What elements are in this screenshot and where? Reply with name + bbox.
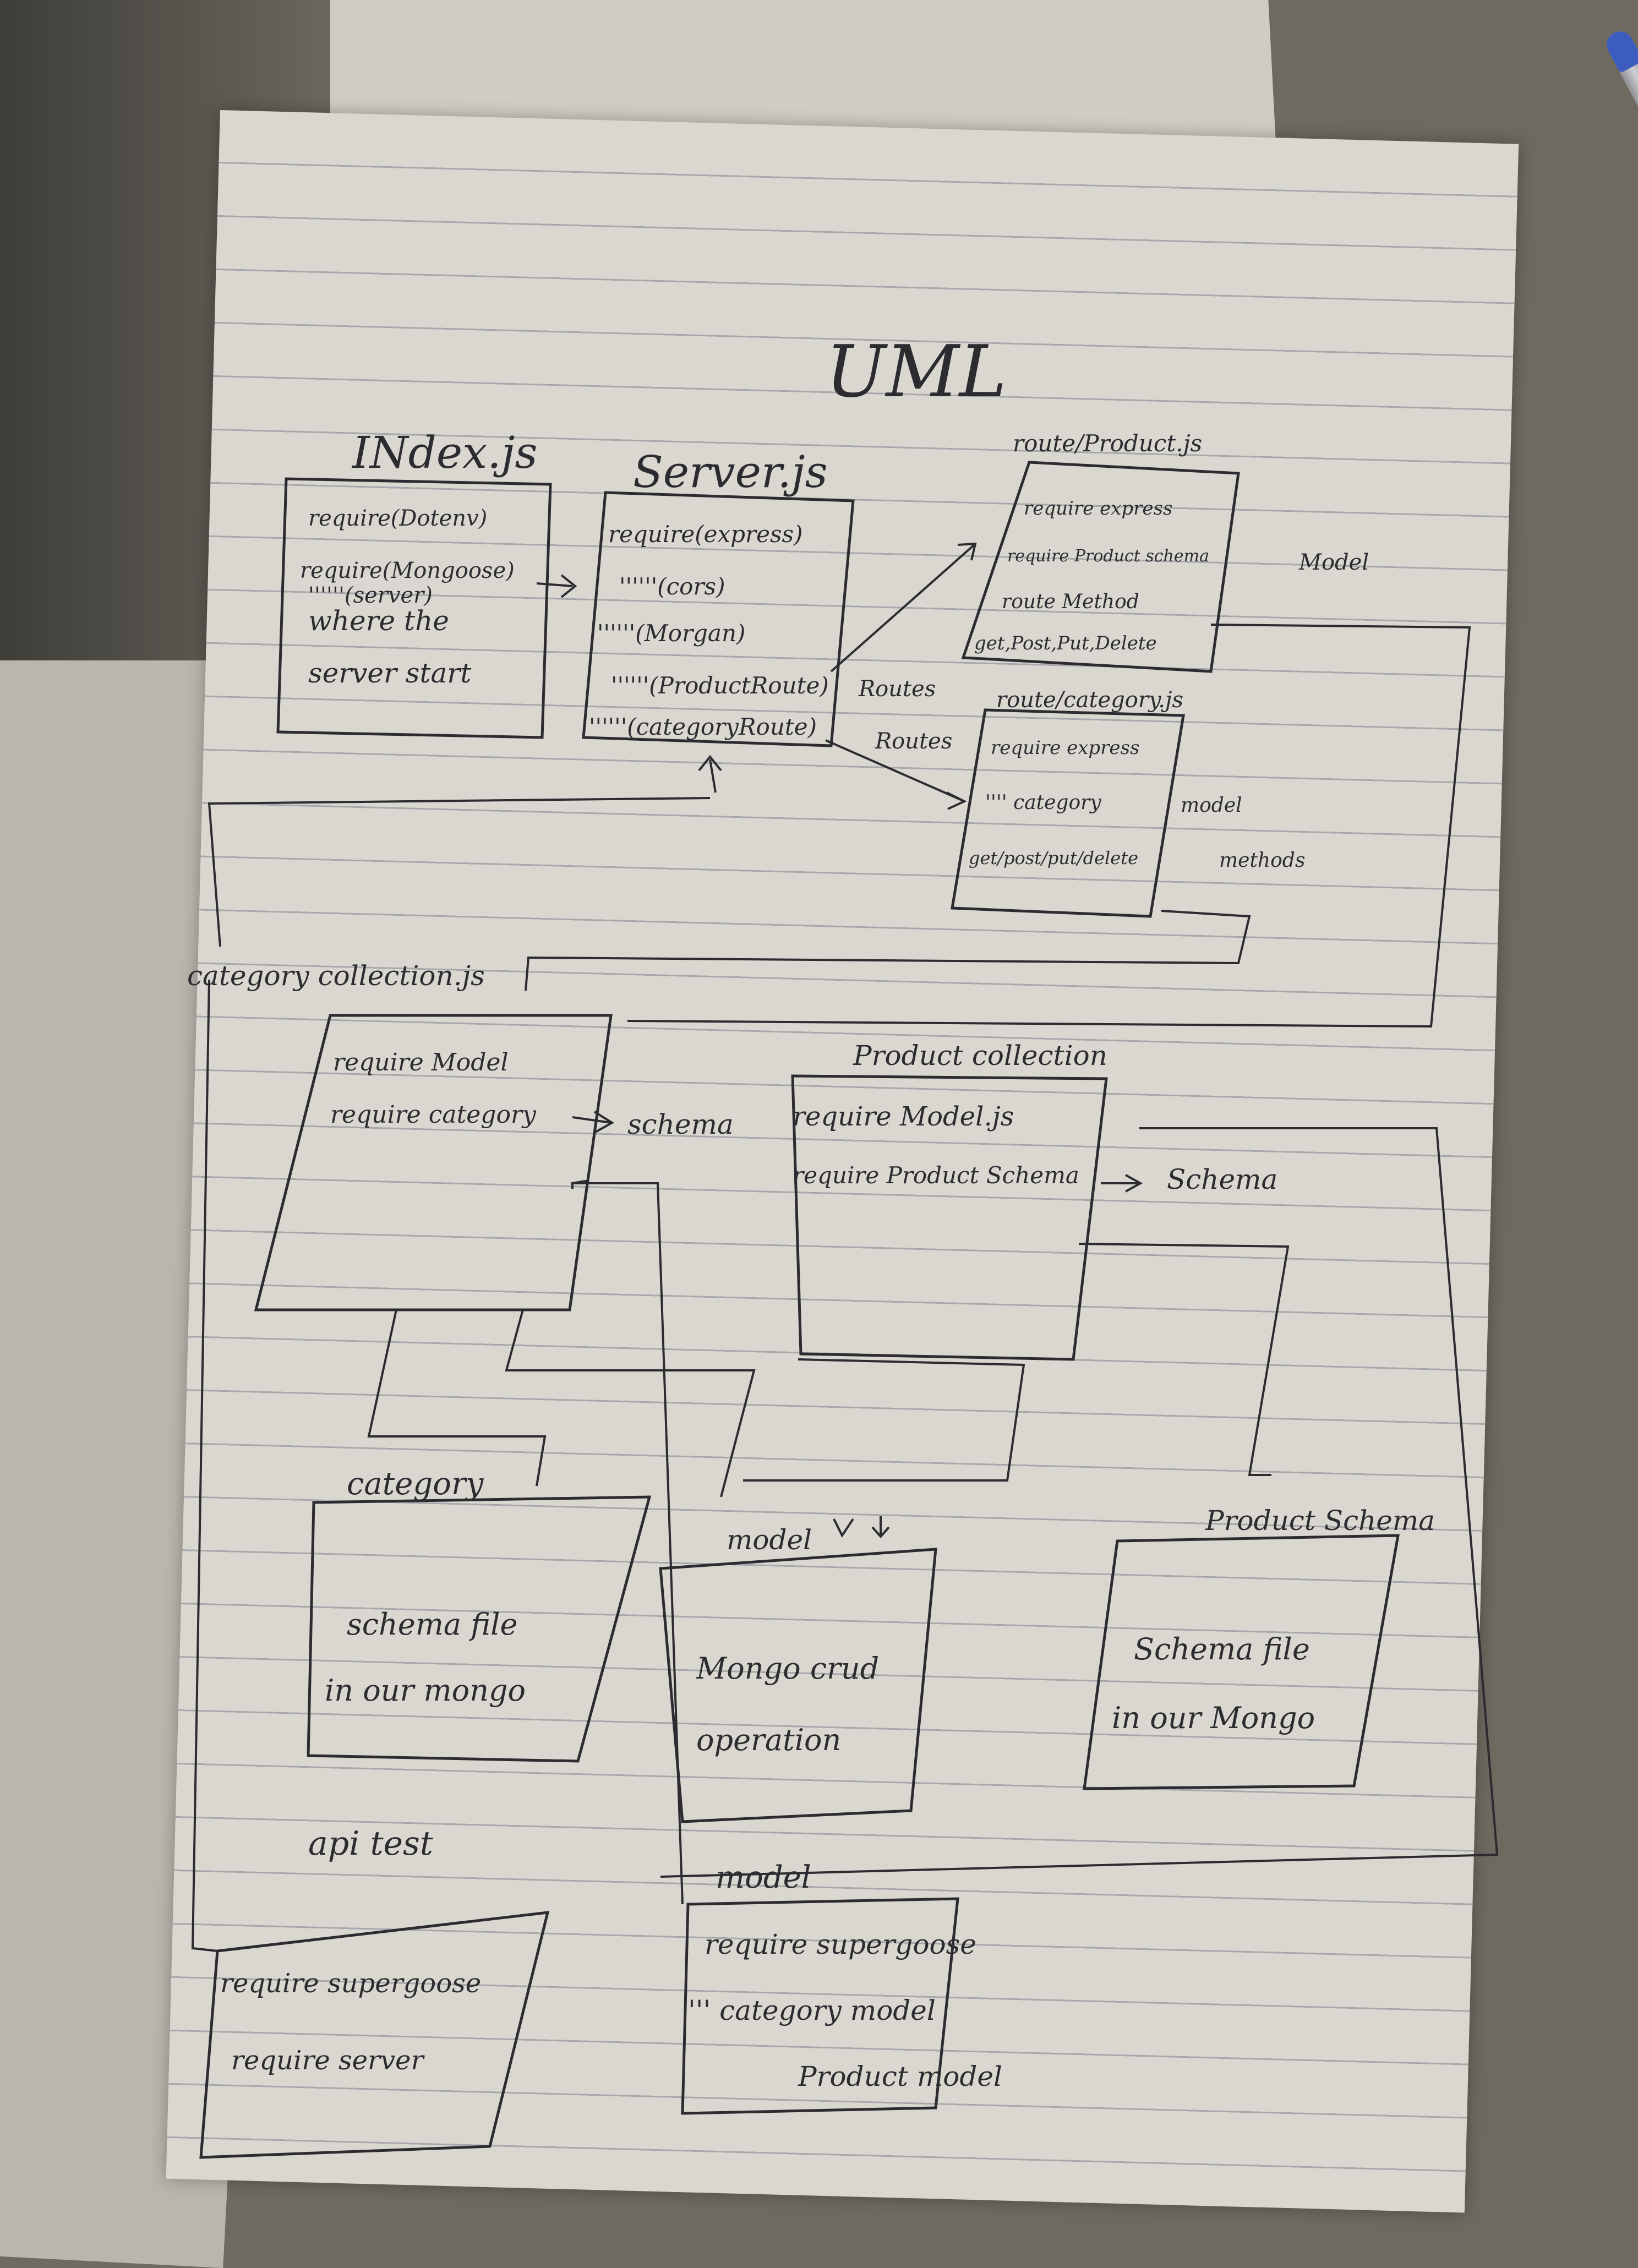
category-line-1: schema file	[347, 1607, 518, 1642]
index-line-5: server start	[308, 657, 472, 689]
route-product-line-3: route Method	[1002, 591, 1139, 613]
product-collection-line-2: require Product Schema	[793, 1162, 1079, 1189]
api-test-box	[199, 1911, 550, 2159]
connector-right-loop	[627, 624, 1471, 1028]
route-product-line-4: get,Post,Put,Delete	[974, 632, 1157, 654]
route-product-side-label: Model	[1298, 550, 1369, 575]
server-line-4: ''''''(ProductRoute)	[611, 672, 829, 699]
route-product-line-1: require express	[1024, 498, 1172, 520]
model-test-title: model	[716, 1860, 811, 1895]
category-box	[307, 1495, 652, 1763]
category-collection-side-label: schema	[627, 1108, 734, 1140]
route-product-line-2: require Product schema	[1007, 546, 1209, 566]
product-collection-side-label: Schema	[1167, 1163, 1277, 1195]
index-line-4: where the	[308, 605, 449, 637]
connector-to-model	[505, 1309, 756, 1498]
model-line-1: Mongo crud	[696, 1651, 879, 1686]
model-test-line-3: Product model	[798, 2061, 1002, 2092]
category-title: category	[347, 1466, 484, 1502]
route-category-box	[951, 708, 1185, 918]
product-schema-line-2: in our Mongo	[1112, 1701, 1315, 1735]
route-product-title: route/Product.js	[1013, 430, 1202, 457]
model-line-2: operation	[696, 1723, 841, 1757]
diagram-title: UML	[826, 330, 1007, 413]
index-box	[276, 477, 552, 739]
model-test-line-1: require supergoose	[705, 1928, 976, 1960]
api-test-line-1: require supergoose	[220, 1968, 481, 1999]
route-category-side-label-2: methods	[1219, 849, 1305, 872]
category-collection-line-1: require Model	[333, 1048, 509, 1076]
index-line-1: require(Dotenv)	[308, 506, 487, 531]
index-title: INdex.js	[351, 427, 538, 478]
uml-diagram: UML INdex.js require(Dotenv) require(Mon…	[187, 330, 1499, 2159]
product-schema-arrow	[1101, 1174, 1143, 1193]
route-category-line-3: get/post/put/delete	[969, 848, 1138, 868]
route-category-side-label-1: model	[1181, 794, 1242, 817]
connector-product-collection-down	[743, 1358, 1025, 1482]
server-up-arrow	[698, 755, 722, 793]
server-line-2: ''''''(cors)	[619, 573, 725, 600]
server-to-category-route-arrow	[825, 739, 967, 810]
model-box	[659, 1548, 937, 1823]
product-schema-box	[1083, 1534, 1400, 1790]
category-collection-title: category collection.js	[187, 960, 485, 992]
server-arrow-label-1: Routes	[858, 676, 936, 702]
index-line-2: require(Mongoose)	[300, 558, 515, 583]
product-collection-box	[791, 1074, 1108, 1361]
connector-left-line	[191, 979, 218, 1952]
connector-category-collection-down	[367, 1309, 547, 1487]
server-line-5: ''''''(categoryRoute)	[589, 713, 817, 740]
category-collection-line-2: require category	[330, 1101, 537, 1129]
product-collection-title: Product collection	[853, 1040, 1107, 1072]
connector-product-right	[660, 1127, 1499, 1878]
product-schema-line-1: Schema file	[1134, 1632, 1310, 1666]
route-category-line-1: require express	[991, 737, 1139, 759]
model-down-arrows	[833, 1516, 890, 1539]
connector-top-loop	[208, 797, 1251, 991]
server-to-product-route-arrow	[830, 542, 977, 673]
route-product-box	[961, 461, 1240, 673]
server-box	[582, 491, 855, 747]
model-test-line-2: ''' category model	[688, 1994, 936, 2026]
server-title: Server.js	[633, 446, 828, 498]
server-line-1: require(express)	[608, 521, 802, 548]
api-test-title: api test	[308, 1824, 434, 1863]
route-category-title: route/category.js	[996, 687, 1183, 713]
category-line-2: in our mongo	[325, 1673, 526, 1708]
server-line-3: ''''''(Morgan)	[597, 620, 745, 647]
server-arrow-label-2: Routes	[875, 729, 952, 754]
index-to-server-arrow	[536, 574, 577, 598]
model-test-box	[681, 1897, 959, 2115]
connector-category-to-model-test	[571, 1179, 684, 1905]
product-collection-line-1: require Model.js	[793, 1101, 1014, 1132]
route-category-line-2: '''' category	[985, 791, 1101, 814]
index-line-3: ''''''(server)	[308, 583, 433, 608]
category-collection-box	[254, 1014, 613, 1311]
category-schema-arrow	[572, 1111, 614, 1134]
product-schema-title: Product Schema	[1205, 1505, 1435, 1537]
model-title: model	[727, 1524, 812, 1556]
api-test-line-2: require server	[231, 2045, 425, 2076]
